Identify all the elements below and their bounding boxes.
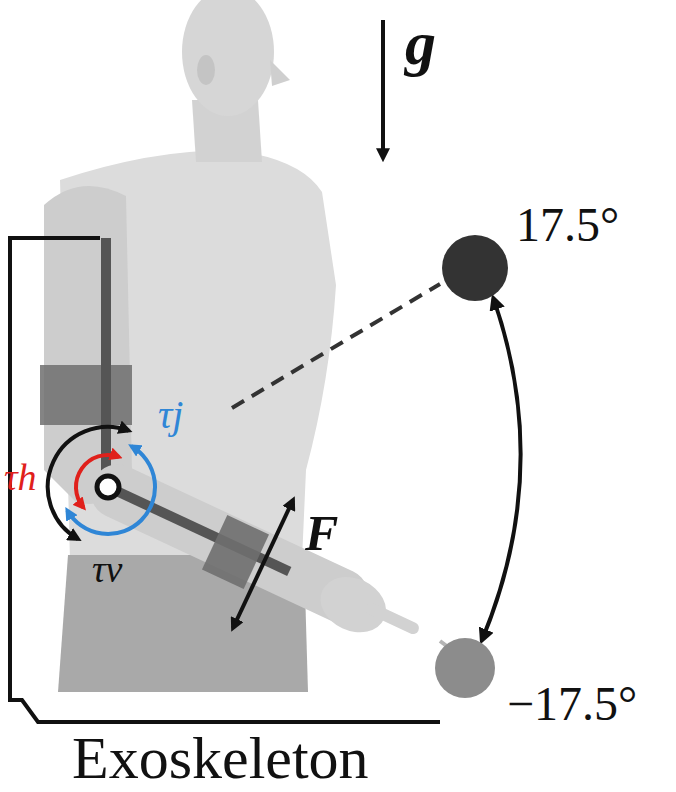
hand <box>311 567 395 643</box>
forearm <box>79 456 430 663</box>
finger <box>363 601 421 636</box>
angle-target-upper: 17.5° <box>442 235 508 301</box>
target-circle <box>442 235 508 301</box>
angle-label: −17.5° <box>507 680 637 728</box>
exoskeleton-bracket <box>10 238 440 722</box>
human-figure <box>40 0 452 692</box>
force-label: F <box>305 508 338 558</box>
sight-line <box>232 284 440 408</box>
target-circle-shape <box>442 235 508 301</box>
torque-label: τj <box>158 395 183 435</box>
exoskeleton-label: Exoskeleton <box>72 728 369 788</box>
ear <box>197 55 215 85</box>
torque-label: τh <box>4 458 37 496</box>
angle-target-lower: −17.5° <box>435 638 495 698</box>
forearm-cuff <box>202 515 269 589</box>
head <box>182 0 274 116</box>
torque-label: τv <box>92 550 122 588</box>
gravity-label: g <box>405 12 436 74</box>
nose <box>270 60 290 86</box>
target-circle-shape <box>435 638 495 698</box>
elbow-joint <box>97 476 119 498</box>
torque-arc-h <box>76 455 119 508</box>
force-arrow <box>233 500 293 628</box>
upper-cuff <box>40 365 132 425</box>
torque-arc-j <box>67 446 155 534</box>
torque-arc-v <box>48 427 129 539</box>
gravity-arrow <box>381 20 385 158</box>
upper-exo-bar <box>101 238 111 484</box>
angle-label: 17.5° <box>516 201 619 249</box>
range-arrow <box>482 299 521 640</box>
target-circle <box>435 638 495 698</box>
